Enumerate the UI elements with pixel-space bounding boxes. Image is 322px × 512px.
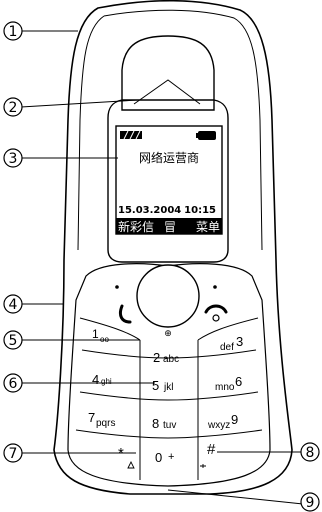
svg-text:mno: mno	[215, 382, 235, 393]
svg-text:6: 6	[235, 374, 242, 389]
callout-6: 6	[3, 373, 23, 393]
callout-5: 5	[3, 330, 23, 350]
svg-text:tuv: tuv	[163, 420, 176, 431]
callout-9: 9	[300, 492, 320, 512]
svg-text:8: 8	[306, 445, 315, 461]
display-screen	[115, 125, 223, 235]
key-dividers	[75, 317, 263, 480]
voicemail-shortcut-icon: ⊕	[164, 328, 172, 338]
key-5[interactable]: 5 jkl	[152, 378, 173, 393]
key-star[interactable]: *	[118, 445, 135, 469]
svg-text:3: 3	[9, 151, 18, 167]
svg-text:⊕: ⊕	[164, 328, 172, 338]
key-lock-icon	[200, 464, 206, 468]
svg-text:5: 5	[9, 333, 18, 349]
svg-text:7: 7	[9, 446, 18, 462]
key-hash[interactable]: #	[200, 441, 216, 468]
svg-text:pqrs: pqrs	[96, 418, 115, 429]
navigation-key[interactable]	[136, 264, 200, 328]
softkey-left-label: 新彩信	[118, 219, 154, 234]
callout-8: 8	[300, 442, 320, 462]
svg-text:4: 4	[92, 372, 99, 387]
key-0[interactable]: 0 +	[155, 450, 174, 465]
screen-date: 15.03.2004	[118, 205, 181, 216]
svg-text:9: 9	[306, 495, 315, 511]
key-8[interactable]: 8 tuv	[152, 416, 176, 431]
svg-text:0: 0	[155, 450, 162, 465]
phone-body-inner-outline	[103, 9, 263, 251]
svg-text:ghi: ghi	[101, 377, 112, 386]
key-2[interactable]: 2 abc	[153, 350, 179, 365]
earpiece-oval	[121, 35, 215, 111]
earpiece-slit	[133, 79, 201, 105]
operator-name: 网络运营商	[139, 150, 199, 165]
svg-text:2: 2	[153, 350, 160, 365]
callout-2: 2	[3, 97, 23, 117]
svg-text:3: 3	[236, 334, 243, 349]
key-1[interactable]: 1 oo	[92, 327, 109, 344]
svg-text:6: 6	[9, 376, 18, 392]
svg-text:+: +	[168, 451, 174, 463]
svg-text:#: #	[207, 441, 216, 458]
callout-4: 4	[3, 294, 23, 314]
svg-text:2: 2	[9, 100, 18, 116]
screen-time: 10:15	[184, 205, 216, 216]
key-6[interactable]: mno 6	[215, 374, 242, 393]
svg-text:4: 4	[9, 297, 18, 313]
call-key[interactable]	[118, 304, 132, 324]
key-4[interactable]: 4 ghi	[92, 372, 112, 387]
callout-7: 7	[3, 443, 23, 463]
key-3[interactable]: def 3	[220, 334, 243, 353]
display-bezel	[107, 99, 229, 263]
phone-body-outline	[53, 0, 293, 495]
svg-text:abc: abc	[163, 354, 179, 365]
svg-text:jkl: jkl	[163, 382, 173, 393]
right-softkey-button[interactable]	[213, 285, 217, 289]
left-softkey-button[interactable]	[115, 285, 119, 289]
end-key[interactable]	[204, 304, 228, 322]
svg-text:7: 7	[88, 410, 95, 425]
callout-3: 3	[3, 148, 23, 168]
svg-text:9: 9	[231, 412, 238, 427]
signal-strength-icon	[120, 130, 142, 140]
svg-text:def: def	[220, 342, 234, 353]
svg-text:8: 8	[152, 416, 159, 431]
softkey-bar	[116, 218, 222, 234]
phone-body-inner-outline-left	[77, 15, 105, 251]
ringtone-off-icon	[127, 460, 135, 469]
keypad-outline	[67, 263, 271, 487]
callout-1: 1	[3, 21, 23, 41]
key-7[interactable]: 7 pqrs	[88, 410, 115, 429]
battery-icon	[196, 131, 216, 140]
svg-text:1: 1	[92, 327, 99, 341]
svg-text:wxyz: wxyz	[207, 420, 230, 431]
softkey-right-label: 菜单	[196, 220, 220, 234]
key-9[interactable]: wxyz 9	[207, 412, 238, 431]
svg-text:5: 5	[152, 378, 159, 393]
svg-text:1: 1	[9, 24, 18, 40]
softkey-middle-label: 冒	[164, 220, 176, 234]
